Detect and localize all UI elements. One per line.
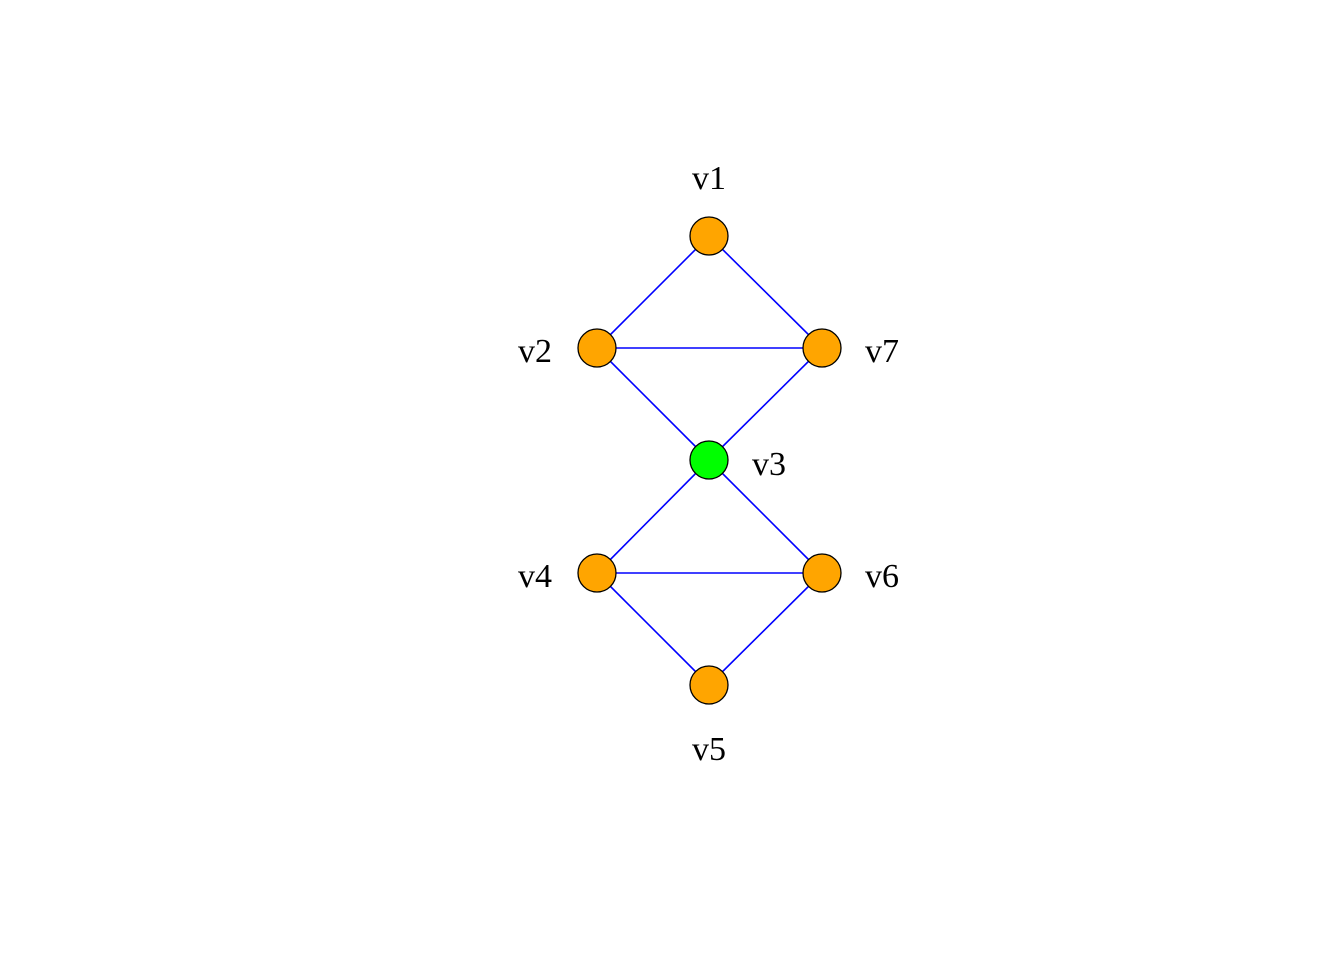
node-v2 (577, 328, 617, 368)
edge-v2-v3 (596, 347, 710, 461)
edge-v3-v4 (596, 459, 710, 574)
node-label-v5: v5 (692, 731, 726, 768)
node-label-v3: v3 (752, 446, 786, 483)
edge-v6-v5 (708, 572, 823, 686)
node-label-v6: v6 (865, 558, 899, 595)
node-v4 (577, 553, 617, 593)
labels-layer: v1 v2 v3 v4 v5 v6 v7 (518, 160, 899, 768)
node-v1 (689, 216, 729, 256)
edge-v1-v7 (708, 235, 823, 349)
node-label-v1: v1 (692, 160, 726, 197)
edge-v7-v3 (708, 347, 823, 461)
edge-v3-v6 (708, 459, 823, 574)
node-label-v7: v7 (865, 333, 899, 370)
nodes-layer (577, 216, 842, 705)
node-v7 (802, 328, 842, 368)
edge-v4-v5 (596, 572, 710, 686)
node-v5 (689, 665, 729, 705)
node-label-v4: v4 (518, 558, 552, 595)
edges-layer (596, 235, 823, 686)
node-v3 (689, 440, 729, 480)
node-label-v2: v2 (518, 333, 552, 370)
node-v6 (802, 553, 842, 593)
edge-v1-v2 (596, 235, 710, 349)
